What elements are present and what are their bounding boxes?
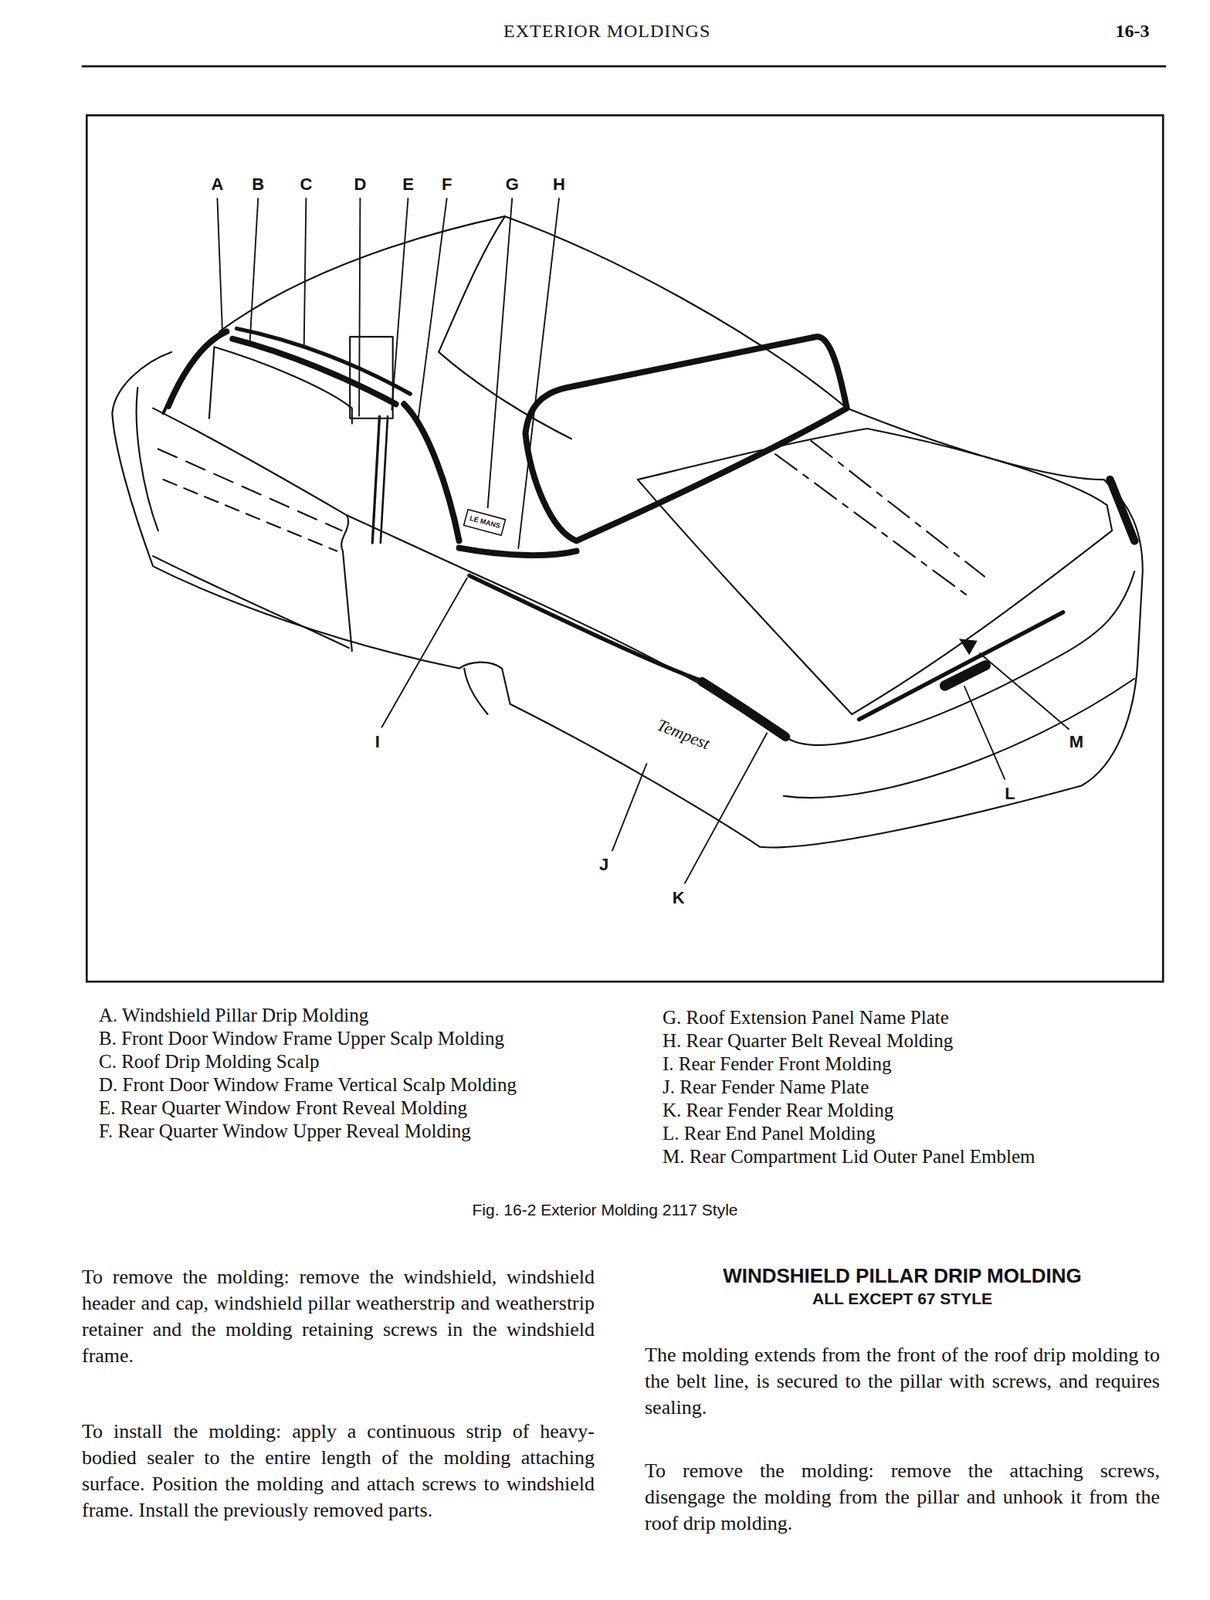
quarter-upper-reveal	[403, 403, 459, 541]
rear-fender-rear-molding	[701, 681, 786, 737]
callout-letter: L	[1004, 783, 1015, 804]
body-outline	[111, 352, 1143, 848]
name-plate-script: Tempest	[654, 715, 713, 755]
leader-lines	[216, 197, 1069, 884]
moldings	[162, 328, 1135, 738]
leader-line	[250, 197, 259, 341]
pillar-drip-molding	[168, 331, 227, 406]
leader-line	[418, 197, 448, 418]
leader-line	[391, 197, 408, 411]
key-entry: K. Rear Fender Rear Molding	[662, 1098, 1173, 1122]
quarter-reveal	[372, 416, 380, 543]
callout-letter: C	[299, 174, 312, 195]
fender-line	[136, 387, 159, 531]
key-entry: M. Rear Compartment Lid Outer Panel Embl…	[662, 1145, 1173, 1169]
rear-end-panel-molding	[858, 612, 1063, 720]
door-edge	[341, 515, 353, 651]
trunk-crease	[810, 440, 985, 577]
key-entry: D. Front Door Window Frame Vertical Scal…	[98, 1073, 601, 1097]
section-subheading: ALL EXCEPT 67 STYLE	[644, 1289, 1160, 1309]
callout-letter: F	[441, 174, 452, 195]
leader-line	[612, 762, 648, 851]
leader-line	[304, 197, 307, 345]
name-plate	[464, 509, 506, 536]
body-paragraph: To remove the molding: remove the attach…	[644, 1457, 1160, 1537]
text-column: A. Windshield Pillar Drip MoldingB. Fron…	[98, 1003, 601, 1143]
key-entry: A. Windshield Pillar Drip Molding	[98, 1003, 601, 1027]
door-crease	[158, 448, 343, 531]
key-entry: H. Rear Quarter Belt Reveal Molding	[662, 1029, 1173, 1053]
text-column: WINDSHIELD PILLAR DRIP MOLDINGALL EXCEPT…	[644, 1264, 1160, 1537]
back-window	[525, 336, 847, 541]
key-entry: J. Rear Fender Name Plate	[662, 1075, 1173, 1099]
belt-line	[152, 408, 786, 738]
callout-letter: H	[552, 174, 566, 195]
rear-bumper	[783, 678, 1136, 798]
running-head: EXTERIOR MOLDINGS	[503, 20, 711, 41]
key-entry: B. Front Door Window Frame Upper Scalp M…	[98, 1026, 601, 1051]
callout-letter: I	[375, 732, 380, 753]
body-paragraph: To install the molding: apply a continuo…	[81, 1418, 595, 1524]
leader-line	[518, 197, 560, 550]
figure-frame	[86, 115, 1163, 982]
quarter-reveal	[380, 416, 388, 543]
vertical-scalp	[349, 336, 393, 419]
roof-drip-scalp	[237, 328, 411, 395]
trunk-crease	[775, 454, 970, 597]
text-column: To remove the molding: remove the windsh…	[81, 1264, 595, 1524]
section-heading: WINDSHIELD PILLAR DRIP MOLDING	[644, 1264, 1160, 1288]
key-entry: F. Rear Quarter Window Upper Reveal Mold…	[98, 1119, 601, 1143]
rear-fender-front-molding	[469, 575, 705, 682]
leader-line	[216, 197, 223, 333]
key-entry: E. Rear Quarter Window Front Reveal Mold…	[98, 1096, 601, 1120]
body-paragraph: The molding extends from the front of th…	[644, 1342, 1160, 1421]
figure-caption: Fig. 16-2 Exterior Molding 2117 Style	[472, 1200, 739, 1220]
belt-reveal	[459, 548, 577, 556]
body-paragraph: To remove the molding: remove the windsh…	[81, 1264, 595, 1370]
callout-letter: J	[599, 854, 609, 875]
leader-line	[488, 197, 513, 509]
callout-letter: M	[1069, 732, 1084, 753]
wheel-arch	[464, 668, 488, 715]
callout-letter: B	[251, 174, 265, 195]
callout-letter: E	[402, 174, 414, 195]
key-entry: L. Rear End Panel Molding	[662, 1121, 1173, 1146]
pillar-drip-molding	[162, 336, 217, 414]
callout-letter: D	[353, 174, 367, 195]
callout-letter: K	[672, 888, 685, 909]
key-entry: C. Roof Drip Molding Scalp	[98, 1050, 601, 1074]
leader-line	[381, 577, 468, 728]
key-entry: I. Rear Fender Front Molding	[662, 1052, 1173, 1076]
car-outline	[111, 216, 1143, 848]
roof-line	[219, 216, 848, 408]
door-bottom	[152, 555, 350, 648]
rear-end-panel	[785, 571, 1135, 746]
emblem	[959, 638, 978, 655]
rear-end-panel-molding	[944, 665, 986, 686]
page-number: 16-3	[1115, 20, 1150, 41]
deck-edge	[847, 408, 1105, 481]
leader-line	[359, 197, 360, 417]
callout-letter: G	[505, 174, 519, 195]
trunk-lid	[637, 428, 1112, 715]
key-entry: G. Roof Extension Panel Name Plate	[662, 1006, 1173, 1030]
text-column: G. Roof Extension Panel Name PlateH. Rea…	[662, 1006, 1173, 1169]
leader-line	[979, 653, 1069, 730]
fin-molding	[1110, 479, 1136, 541]
callout-letter: A	[210, 174, 224, 195]
leader-line	[684, 732, 768, 885]
header-rule	[81, 65, 1166, 68]
leader-line	[964, 685, 1006, 780]
roof-sail	[438, 216, 506, 353]
